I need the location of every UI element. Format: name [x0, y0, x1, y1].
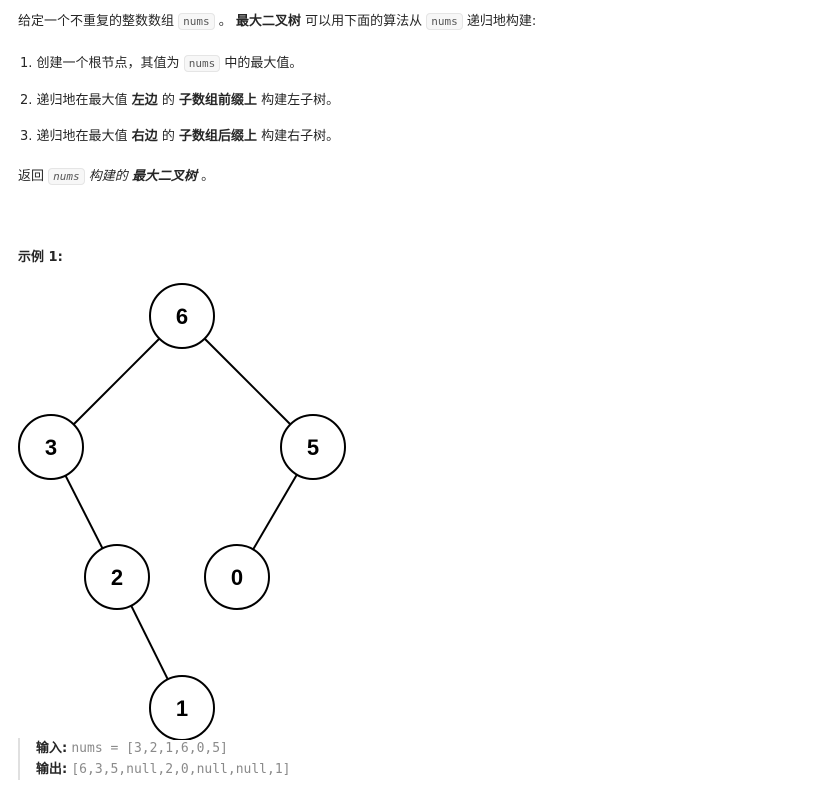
step-1: 1. 创建一个根节点，其值为 nums 中的最大值。 [20, 52, 303, 72]
inline-code: nums [426, 13, 463, 30]
step-text: 中的最大值。 [224, 56, 303, 71]
tree-node-value: 3 [45, 435, 57, 460]
step-text: 递归地在最大值 [36, 129, 128, 144]
example-title: 示例 1: [18, 250, 63, 265]
input-label: 输入: [36, 741, 68, 756]
tree-node-value: 6 [176, 304, 188, 329]
return-text: 返回 [18, 169, 45, 184]
tree-diagram: 6 3 5 2 0 1 [18, 283, 346, 740]
output-label: 输出: [36, 762, 68, 777]
step-text: 构建左子树。 [261, 93, 340, 108]
inline-code: nums [48, 168, 85, 185]
step-2: 2. 递归地在最大值 左边 的 子数组前缀上 构建左子树。 [20, 89, 339, 108]
inline-code: nums [178, 13, 215, 30]
return-text: 构建的 [88, 169, 128, 184]
tree-node [84, 544, 150, 610]
intro-text: 给定一个不重复的整数数组 [18, 14, 175, 29]
step-3: 3. 递归地在最大值 右边 的 子数组后缀上 构建右子树。 [20, 125, 339, 144]
tree-node-value: 2 [111, 565, 123, 590]
tree-node-value: 5 [307, 435, 319, 460]
tree-node-value: 1 [176, 696, 188, 721]
step-number: 2. [20, 93, 33, 108]
tree-node [18, 414, 84, 480]
intro-text: 可以用下面的算法从 [305, 14, 423, 29]
tree-node [149, 283, 215, 349]
tree-edge [72, 337, 161, 426]
step-bold: 子数组前缀上 [179, 93, 258, 108]
output-value: [6,3,5,null,2,0,null,null,1] [71, 762, 291, 777]
inline-code: nums [183, 55, 221, 72]
tree-edge [64, 475, 104, 549]
step-bold: 右边 [131, 129, 158, 144]
term-bold: 最大二叉树 [235, 14, 301, 29]
tree-node [204, 544, 270, 610]
step-text: 构建右子树。 [261, 129, 340, 144]
step-text: 的 [161, 93, 175, 108]
tree-edge [130, 605, 169, 680]
tree-node-value: 0 [231, 565, 243, 590]
step-number: 1. [20, 56, 33, 71]
step-text: 的 [161, 129, 175, 144]
tree-edge [203, 337, 292, 426]
intro-text: 。 [218, 14, 232, 29]
term-bold: 最大二叉树 [131, 169, 197, 184]
tree-node [280, 414, 346, 480]
tree-node [149, 675, 215, 740]
intro-text: 递归地构建: [466, 14, 537, 29]
step-bold: 左边 [131, 93, 158, 108]
return-paragraph: 返回 nums 构建的 最大二叉树 。 [18, 165, 215, 185]
step-number: 3. [20, 129, 33, 144]
step-bold: 子数组后缀上 [179, 129, 258, 144]
step-text: 递归地在最大值 [36, 93, 128, 108]
return-text: 。 [201, 169, 215, 184]
intro-paragraph: 给定一个不重复的整数数组 nums 。 最大二叉树 可以用下面的算法从 nums… [18, 10, 537, 30]
example-block: 输入: nums = [3,2,1,6,0,5] 输出: [6,3,5,null… [18, 738, 291, 780]
input-value: nums = [3,2,1,6,0,5] [71, 741, 228, 756]
step-text: 创建一个根节点，其值为 [36, 56, 180, 71]
tree-edge [252, 474, 298, 550]
